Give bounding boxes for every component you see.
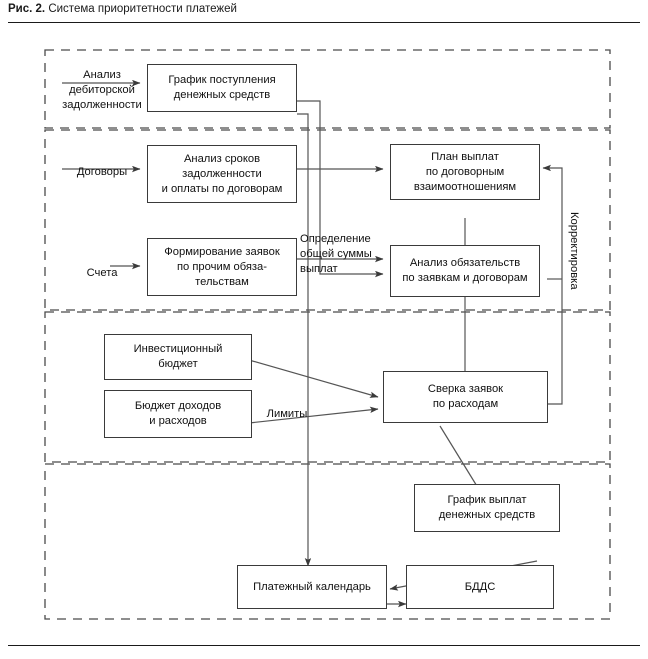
node-label: Анализ сроков задолженности и оплаты по … bbox=[161, 152, 283, 195]
caption-divider-top bbox=[8, 22, 640, 23]
edge-label-text: Договоры bbox=[76, 166, 128, 178]
edge-investment-to-reconciliation bbox=[248, 359, 379, 398]
node-label: Платежный календарь bbox=[253, 580, 371, 593]
swimlane-bands bbox=[44, 49, 611, 620]
node-investment-budget[interactable]: Инвестиционный бюджет bbox=[104, 334, 252, 380]
edge-budget-to-reconciliation bbox=[248, 406, 379, 424]
edge-label-text: Корректировка bbox=[568, 212, 580, 290]
node-debt-terms-analysis[interactable]: Анализ сроков задолженности и оплаты по … bbox=[147, 145, 297, 203]
node-payment-calendar[interactable]: Платежный календарь bbox=[237, 565, 387, 609]
band-contracts-invoices bbox=[44, 129, 611, 311]
node-bdds[interactable]: БДДС bbox=[406, 565, 554, 609]
node-cash-payment-schedule[interactable]: График выплат денежных средств bbox=[414, 484, 560, 532]
caption-divider-bottom bbox=[8, 645, 640, 646]
node-label: Формирование заявок по прочим обяза- тел… bbox=[164, 245, 280, 288]
label-correction: Корректировка bbox=[566, 212, 581, 290]
edge-inflow-to-obligations bbox=[297, 100, 384, 278]
figure-number: Рис. 2. bbox=[8, 3, 46, 15]
node-label: График поступления денежных средств bbox=[168, 74, 276, 101]
label-receivables-analysis: Анализ дебиторской задолженности bbox=[58, 53, 146, 113]
label-invoices: Счета bbox=[62, 251, 142, 281]
node-obligations-analysis[interactable]: Анализ обязательств по заявкам и договор… bbox=[390, 245, 540, 297]
node-contract-payment-plan[interactable]: План выплат по договорным взаимоотношени… bbox=[390, 144, 540, 200]
band-budgets-reconciliation bbox=[44, 311, 611, 463]
label-total-payout-amount: Определение общей суммы выплат bbox=[300, 217, 392, 277]
node-income-expense-budget[interactable]: Бюджет доходов и расходов bbox=[104, 390, 252, 438]
edge-label-text: Лимиты bbox=[266, 408, 308, 420]
edge-label-text: Анализ дебиторской задолженности bbox=[62, 69, 142, 111]
node-other-obligations-requests[interactable]: Формирование заявок по прочим обяза- тел… bbox=[147, 238, 297, 296]
flowchart-canvas bbox=[44, 49, 611, 620]
edge-label-text: Определение общей суммы выплат bbox=[300, 233, 372, 275]
figure-caption: Рис. 2. Система приоритетности платежей bbox=[8, 2, 237, 17]
node-label: Анализ обязательств по заявкам и договор… bbox=[402, 257, 528, 284]
edge-inflow-to-calendar bbox=[297, 113, 312, 567]
node-label: Сверка заявок по расходам bbox=[427, 383, 504, 410]
node-label: БДДС bbox=[464, 580, 496, 593]
node-label: Инвестиционный бюджет bbox=[133, 343, 223, 370]
figure-title: Система приоритетности платежей bbox=[48, 3, 237, 15]
label-limits: Лимиты bbox=[256, 392, 318, 422]
label-contracts: Договоры bbox=[60, 150, 144, 180]
band-payment-schedule bbox=[44, 463, 611, 620]
edge-correction-reconciliation-to-plan bbox=[542, 164, 563, 405]
node-label: График выплат денежных средств bbox=[438, 494, 536, 521]
edge-label-text: Счета bbox=[86, 267, 118, 279]
node-expense-requests-reconciliation[interactable]: Сверка заявок по расходам bbox=[383, 371, 548, 423]
node-cash-inflow-schedule[interactable]: График поступления денежных средств bbox=[147, 64, 297, 112]
node-label: План выплат по договорным взаимоотношени… bbox=[413, 150, 517, 193]
node-label: Бюджет доходов и расходов bbox=[134, 400, 222, 427]
